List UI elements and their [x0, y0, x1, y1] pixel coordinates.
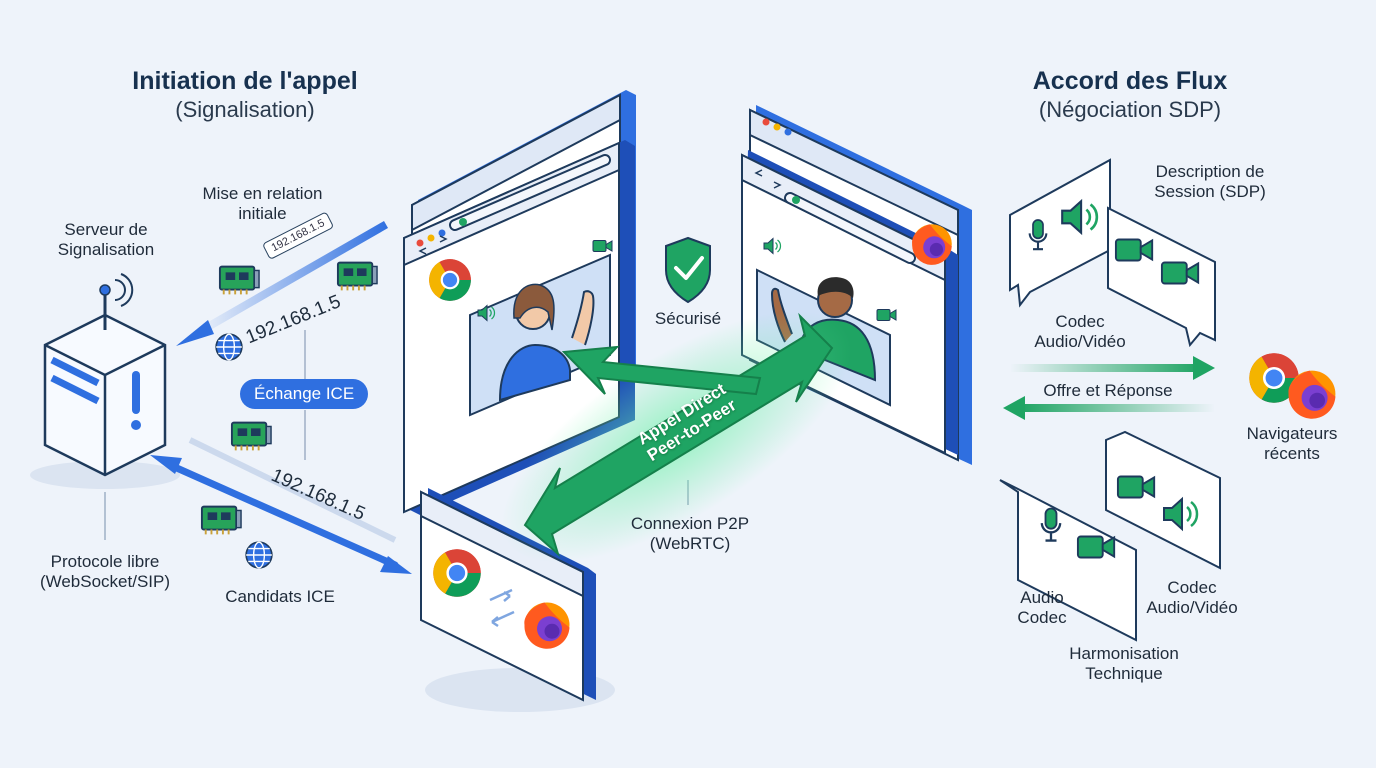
globe-icon	[215, 333, 243, 361]
firefox-icon	[524, 602, 570, 649]
signaling-arrow-bottom	[150, 455, 412, 574]
video-camera-icon	[1160, 261, 1200, 285]
codec-bubble-audio	[999, 479, 1137, 642]
signaling-arrow-top	[176, 221, 388, 346]
network-card-icon	[230, 421, 272, 452]
video-camera-icon	[876, 308, 897, 322]
right-section-title: Accord des Flux	[1032, 67, 1228, 95]
signaling-server-icon	[30, 313, 180, 489]
antenna-icon	[99, 273, 134, 330]
protocol-label: Protocole libre (WebSocket/SIP)	[39, 552, 171, 592]
network-card-icon	[336, 261, 378, 292]
browsers-label: Navigateurs récents	[1246, 424, 1338, 464]
p2p-connection-label: Connexion P2P (WebRTC)	[630, 514, 750, 554]
p2p-arrow-top-branch	[561, 345, 762, 396]
codec-label-top: Codec Audio/Vidéo	[1034, 312, 1126, 352]
secured-label: Sécurisé	[654, 309, 722, 328]
firefox-icon	[912, 224, 952, 265]
video-camera-icon	[1114, 238, 1154, 262]
answer-arrow	[1003, 396, 1215, 420]
audio-codec-label: Audio Codec	[1017, 588, 1067, 628]
codec-bubble-video	[1105, 430, 1221, 570]
server-label: Serveur de Signalisation	[57, 220, 155, 260]
codec-av-label: Codec Audio/Vidéo	[1146, 578, 1238, 618]
firefox-icon	[1288, 370, 1336, 419]
network-card-icon	[200, 505, 242, 536]
chrome-icon	[433, 549, 481, 597]
sdp-bubble-audio	[1009, 158, 1111, 308]
left-section-subtitle: (Signalisation)	[175, 97, 315, 122]
right-section-subtitle: (Négociation SDP)	[1038, 97, 1222, 122]
left-section-title: Initiation de l'appel	[132, 67, 358, 95]
shield-check-icon	[665, 236, 711, 304]
ice-candidates-label: Candidats ICE	[225, 587, 335, 606]
video-camera-icon	[592, 239, 613, 253]
woman-avatar	[498, 283, 595, 402]
chrome-icon	[429, 259, 471, 301]
offer-arrow	[1010, 356, 1215, 380]
harmonisation-label: Harmonisation Technique	[1069, 644, 1179, 684]
globe-icon	[245, 541, 273, 569]
p2p-double-arrow	[523, 312, 834, 558]
relation-label: Mise en relation initiale	[202, 184, 323, 224]
sdp-label: Description de Session (SDP)	[1154, 162, 1266, 202]
ice-exchange-badge: Échange ICE	[240, 379, 369, 409]
video-camera-icon	[1116, 475, 1156, 499]
offer-answer-label: Offre et Réponse	[1043, 381, 1173, 400]
network-card-icon	[218, 265, 260, 296]
video-camera-icon	[1076, 535, 1116, 559]
